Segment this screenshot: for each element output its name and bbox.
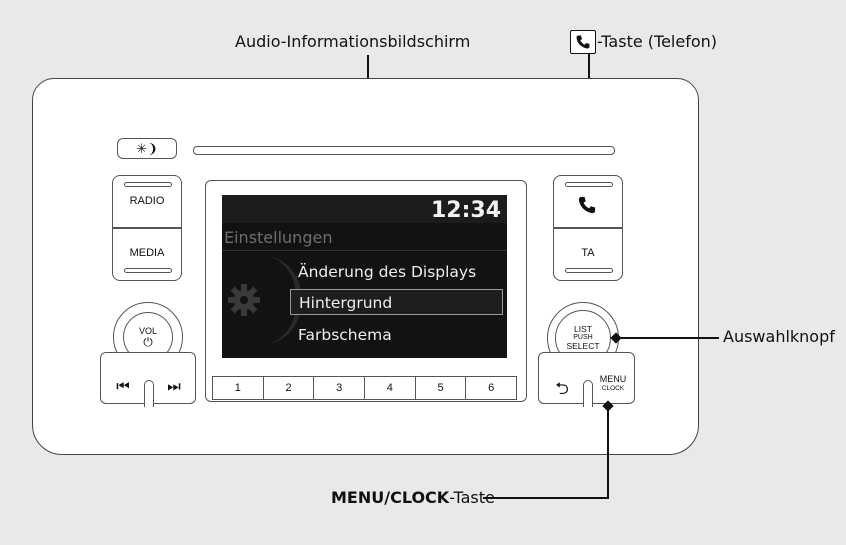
phone-stack-top-grip bbox=[565, 182, 613, 187]
phone-key-label: -Taste (Telefon) bbox=[597, 32, 718, 51]
power-icon: ⏻ bbox=[143, 335, 153, 349]
back-menu-divider bbox=[583, 380, 593, 407]
source-stack-divider bbox=[113, 227, 181, 229]
knob-push-label: PUSH bbox=[573, 334, 593, 341]
gear-icon bbox=[227, 283, 261, 322]
select-knob-label: Auswahlknopf bbox=[723, 327, 835, 346]
audio-information-screen: 12:34 Einstellungen bbox=[222, 195, 507, 358]
source-stack-bottom-grip bbox=[124, 268, 172, 273]
phone-button[interactable] bbox=[577, 195, 599, 217]
cd-slot bbox=[193, 146, 615, 155]
screen-header-band bbox=[222, 195, 507, 223]
seek-divider bbox=[144, 380, 154, 407]
menu-item-color-scheme[interactable]: Farbschema bbox=[298, 326, 392, 344]
preset-button-2[interactable]: 2 bbox=[264, 377, 315, 399]
menu-clock-leader-horizontal bbox=[483, 497, 609, 499]
preset-button-6[interactable]: 6 bbox=[488, 382, 495, 394]
menu-item-background[interactable]: Hintergrund bbox=[290, 289, 503, 315]
phone-stack-divider bbox=[554, 227, 622, 229]
preset-button-4[interactable]: 4 bbox=[365, 377, 416, 399]
radio-button[interactable]: RADIO bbox=[129, 195, 165, 207]
preset-button-5[interactable]: 5 bbox=[416, 377, 467, 399]
knob-select-label: SELECT bbox=[566, 341, 600, 351]
menu-clock-button[interactable]: MENU CLOCK bbox=[594, 375, 632, 393]
clock-display: 12:34 bbox=[430, 198, 501, 223]
preset-button-1[interactable]: 1 bbox=[213, 377, 264, 399]
back-button[interactable]: ⮌ bbox=[555, 379, 569, 398]
select-knob-leader bbox=[617, 337, 719, 339]
preset-buttons: 1 2 3 4 5 6 bbox=[212, 376, 517, 400]
preset-button-3[interactable]: 3 bbox=[314, 377, 366, 399]
source-stack-top-grip bbox=[124, 182, 172, 187]
menu-clock-leader-vertical bbox=[607, 407, 609, 499]
screen-title: Einstellungen bbox=[224, 228, 333, 247]
media-button[interactable]: MEDIA bbox=[129, 247, 165, 259]
ta-button[interactable]: TA bbox=[581, 247, 595, 259]
day-night-button[interactable]: ✳︎❩ bbox=[117, 138, 177, 159]
phone-key-callout-icon bbox=[570, 30, 596, 54]
menu-label: MENU bbox=[599, 374, 627, 384]
vol-label: VOL bbox=[138, 326, 157, 336]
phone-icon bbox=[576, 35, 590, 49]
clock-label: CLOCK bbox=[601, 385, 625, 392]
menu-clock-label-suffix: -Taste bbox=[449, 488, 495, 507]
phone-stack-bottom-grip bbox=[565, 268, 613, 273]
phone-icon bbox=[578, 196, 596, 214]
knob-list-label: LIST bbox=[574, 324, 592, 334]
menu-clock-label-bold: MENU/CLOCK bbox=[331, 488, 450, 507]
seek-back-button[interactable]: ⏮ bbox=[116, 378, 130, 395]
audio-screen-label: Audio-Informationsbildschirm bbox=[235, 32, 471, 51]
menu-clock-label: MENU/CLOCK-Taste bbox=[331, 488, 495, 507]
menu-item-display-change[interactable]: Änderung des Displays bbox=[298, 263, 477, 281]
seek-forward-button[interactable]: ⏭ bbox=[167, 378, 181, 395]
screen-title-rule bbox=[222, 250, 507, 251]
